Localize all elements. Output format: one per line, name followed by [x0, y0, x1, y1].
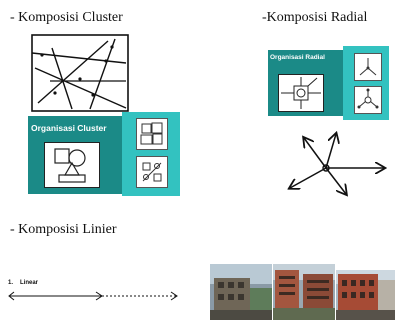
radial-arrows-icon [359, 58, 377, 76]
cluster-card-title: Organisasi Cluster [31, 123, 107, 133]
cluster-scatter-icon [142, 162, 162, 182]
radial-shape-icon [281, 77, 321, 109]
cluster-side-cell-1 [136, 118, 168, 150]
linear-number: 1. [8, 280, 14, 286]
linear-arrows-drawing [8, 291, 178, 301]
radial-side-cell-2 [354, 86, 382, 114]
cluster-shapes-icon [54, 148, 86, 183]
heading-linier: - Komposisi Linier [10, 222, 117, 237]
radial-card-diagram [278, 74, 324, 112]
heading-radial: -Komposisi Radial [262, 10, 368, 25]
radial-card-title: Organisasi Radial [270, 54, 325, 61]
cluster-card-diagram [44, 142, 100, 188]
cluster-sketch-drawing [31, 34, 129, 112]
cluster-grid-icon [140, 122, 163, 145]
heading-cluster: - Komposisi Cluster [10, 10, 123, 25]
radial-sketch [280, 128, 390, 198]
linear-arrow-line [6, 290, 182, 302]
photo-building-2 [273, 264, 335, 320]
linear-label: Linear [20, 280, 39, 286]
radial-arrows-sketch [280, 128, 390, 198]
photo-building-3 [336, 270, 395, 320]
photo-building-1 [210, 264, 272, 320]
radial-hub-icon [357, 88, 379, 109]
cluster-sketch [30, 33, 130, 113]
radial-side-cell-1 [354, 53, 382, 81]
cluster-side-cell-2 [136, 156, 168, 188]
